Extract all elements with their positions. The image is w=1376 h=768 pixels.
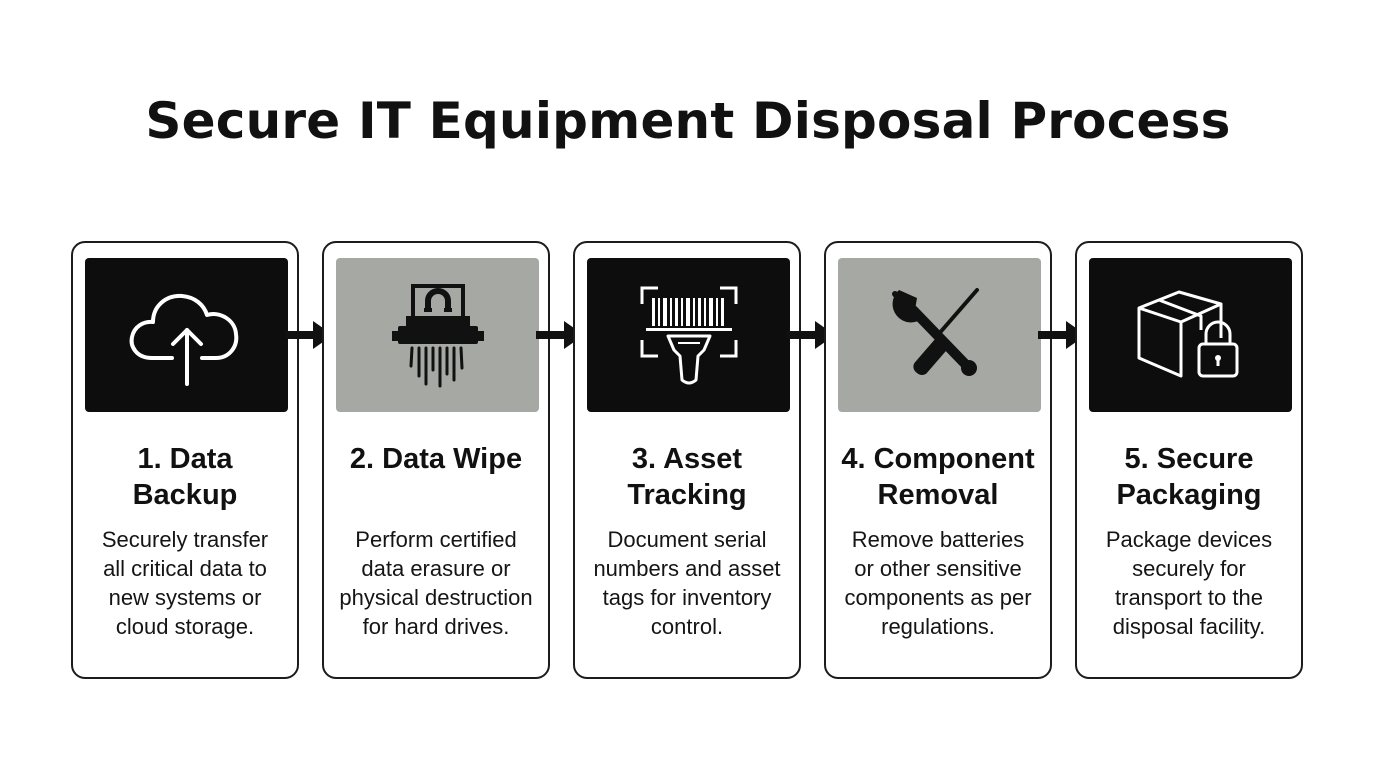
step-description: Securely transfer all critical data to n… bbox=[101, 527, 269, 639]
step-card-asset-tracking: 3. Asset Tracking Document serial number… bbox=[573, 241, 801, 679]
step-icon-box bbox=[587, 258, 790, 412]
step-card-secure-packaging: 5. Secure Packaging Package devices secu… bbox=[1075, 241, 1303, 679]
step-description: Document serial numbers and asset tags f… bbox=[593, 527, 781, 639]
step-title: 5. Secure Packaging bbox=[1116, 443, 1262, 511]
page-title: Secure IT Equipment Disposal Process bbox=[145, 92, 1231, 150]
shredder-magnet-icon bbox=[391, 284, 484, 388]
step-description: Perform certified data erasure or physic… bbox=[339, 527, 533, 639]
step-icon-box bbox=[1089, 258, 1292, 412]
barcode-scanner-icon bbox=[640, 286, 737, 385]
step-description: Package devices securely for transport t… bbox=[1105, 527, 1273, 639]
step-description: Remove batteries or other sensitive comp… bbox=[844, 527, 1032, 639]
step-title: 2. Data Wipe bbox=[349, 443, 523, 475]
step-icon-box bbox=[838, 258, 1041, 412]
step-icon-box bbox=[336, 258, 539, 412]
step-card-data-wipe: 2. Data Wipe Perform certified data eras… bbox=[322, 241, 550, 679]
wrench-screwdriver-icon bbox=[891, 288, 979, 376]
step-title: 3. Asset Tracking bbox=[627, 443, 747, 511]
step-card-component-removal: 4. Component Removal Remove batteries or… bbox=[824, 241, 1052, 679]
step-icon-box bbox=[85, 258, 288, 412]
step-title: 1. Data Backup bbox=[132, 443, 238, 511]
cloud-upload-icon bbox=[129, 293, 238, 386]
step-title: 4. Component Removal bbox=[841, 443, 1035, 511]
box-lock-icon bbox=[1137, 290, 1238, 378]
step-card-data-backup: 1. Data Backup Securely transfer all cri… bbox=[71, 241, 299, 679]
